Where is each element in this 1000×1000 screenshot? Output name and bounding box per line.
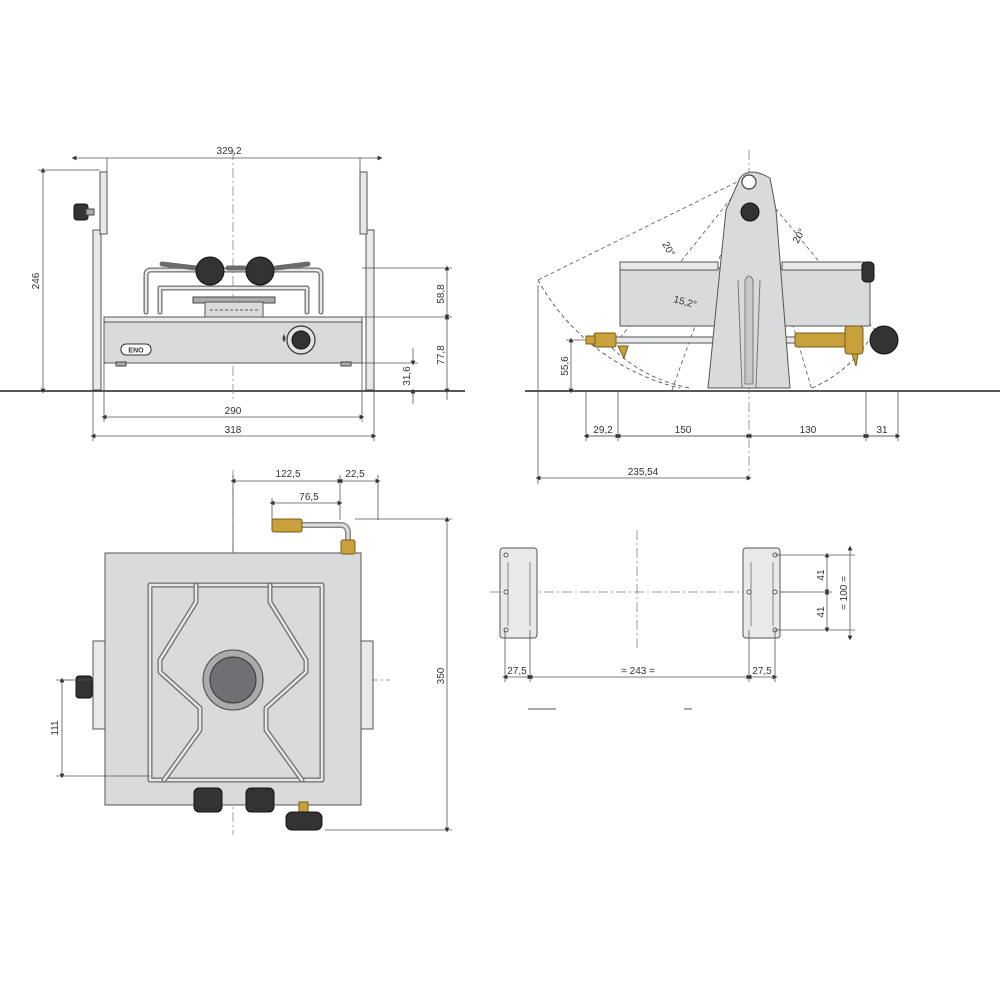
left-bracket [73, 171, 108, 391]
foot-left [115, 361, 127, 367]
top-bracket-left [92, 640, 106, 730]
dim-side-angle-right: 20° [791, 227, 808, 246]
dim-front-outer-width: 318 [225, 425, 242, 436]
top-control-knob[interactable] [285, 811, 323, 831]
dim-front-inner-width: 290 [225, 406, 242, 417]
dim-bracket-hole-lower: 41 [816, 606, 827, 618]
top-bracket-right [360, 640, 374, 730]
dim-side-angle-left: 20° [659, 240, 676, 259]
pan-support [143, 256, 324, 315]
dim-bracket-hole-upper: 41 [816, 569, 827, 581]
dim-bracket-right-width: 27,5 [752, 666, 772, 677]
dim-side-seg-4: 31 [876, 425, 888, 436]
front-dimensions: 329,2 246 58,8 77,8 31,6 290 318 [31, 146, 452, 441]
pivot-knob[interactable] [740, 202, 760, 222]
dim-top-bracket-height: 111 [50, 720, 61, 736]
dim-front-body-height: 77,8 [436, 345, 447, 365]
dim-side-seg-1: 29,2 [593, 425, 613, 436]
top-view: 122,5 22,5 76,5 350 111 [50, 469, 452, 835]
bracket-plate-right [742, 547, 781, 639]
dim-bracket-total-height: = 100 = [839, 576, 850, 610]
pan-rest-right [245, 256, 275, 286]
right-bracket [359, 171, 375, 391]
dim-bracket-left-width: 27,5 [507, 666, 527, 677]
dim-front-width-top: 329,2 [216, 146, 241, 157]
swing-arc-inner [611, 347, 691, 389]
dim-side-overall: 235,54 [628, 467, 659, 478]
left-fitting [585, 332, 629, 360]
dim-side-valve-height: 55,6 [560, 356, 571, 376]
bracket-view: 27,5 = 243 = 27,5 41 41 = 100 = [490, 530, 855, 710]
top-burner [209, 656, 257, 704]
dim-bracket-span: = 243 = [621, 666, 655, 677]
burner [192, 296, 276, 319]
front-view: ENO 329,2 246 58,8 77,8 [0, 146, 465, 441]
dim-top-offset: 122,5 [275, 469, 300, 480]
top-gas-connector [271, 518, 356, 555]
dim-front-foot-height: 31,6 [402, 366, 413, 386]
stove-body: ENO [103, 316, 363, 367]
top-pan-support [147, 582, 325, 783]
dim-front-height-total: 246 [31, 272, 42, 289]
right-valve [794, 325, 899, 367]
pivot-hole [741, 174, 757, 190]
bracket-plate-left [499, 547, 538, 639]
brand-logo-text: ENO [128, 348, 144, 355]
pan-rest-left [195, 256, 225, 286]
swing-arc-left [537, 279, 681, 389]
dim-side-seg-3: 130 [800, 425, 817, 436]
top-bracket-knob [75, 675, 93, 699]
foot-right [340, 361, 352, 367]
brand-logo [120, 343, 152, 356]
side-bracket-knob [861, 261, 875, 283]
flame-icon [282, 334, 286, 342]
top-foot-left [193, 787, 223, 813]
dim-top-fitting: 76,5 [299, 492, 319, 503]
dim-front-burner-height: 58,8 [436, 284, 447, 304]
dim-top-pipe: 22,5 [345, 469, 365, 480]
side-view: 20° 20° 15,2° 55,6 29,2 150 130 31 235,5… [525, 150, 1000, 484]
dim-top-depth: 350 [436, 667, 447, 684]
dim-side-seg-2: 150 [675, 425, 692, 436]
valve-knob[interactable] [869, 325, 899, 355]
top-foot-right [245, 787, 275, 813]
control-knob[interactable] [291, 330, 311, 350]
